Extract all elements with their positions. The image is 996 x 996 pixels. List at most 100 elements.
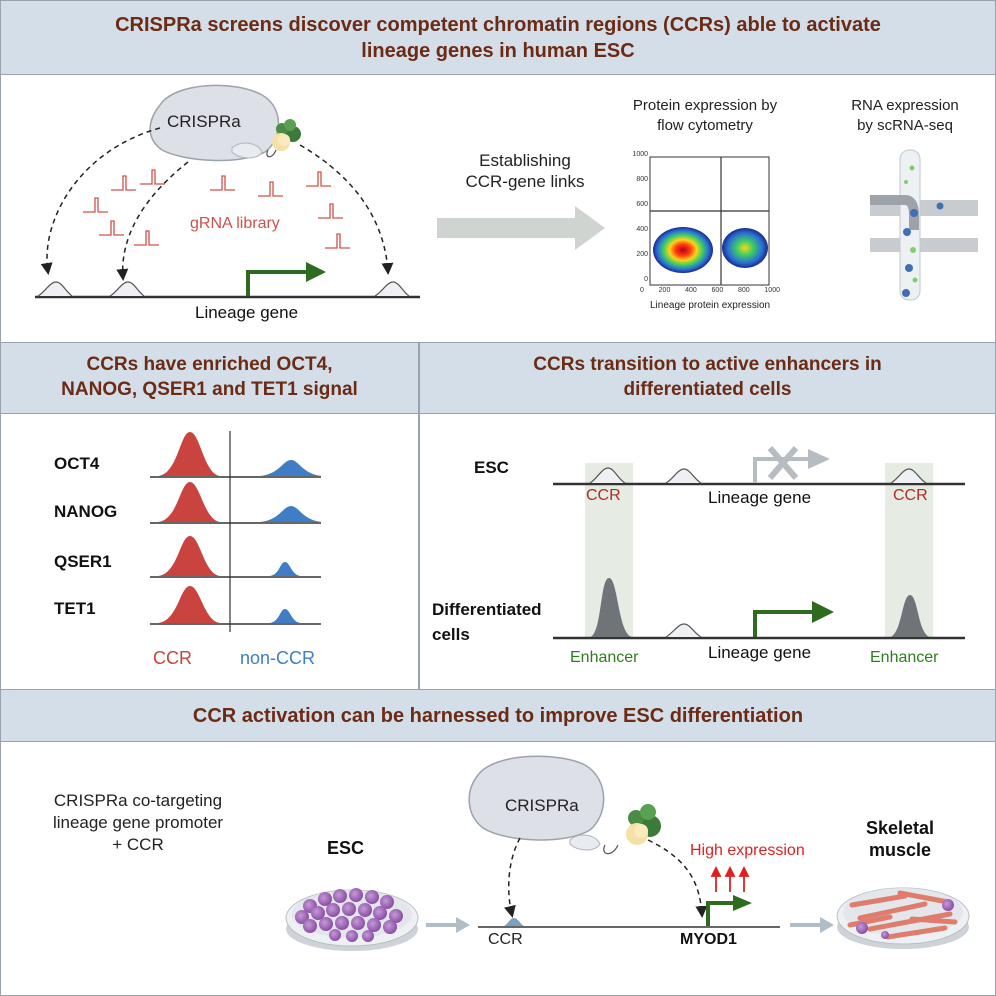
grna-library-icons xyxy=(83,169,350,249)
desc-line3: + CCR xyxy=(112,834,164,854)
factor-label-qser1: QSER1 xyxy=(54,552,112,571)
divider-top-header xyxy=(0,74,996,75)
grna-library-label: gRNA library xyxy=(190,215,280,232)
differentiated-line2: cells xyxy=(432,624,470,644)
dashed-arrow-to-ccr xyxy=(504,837,521,918)
ccr-label-bottom: CCR xyxy=(488,931,523,948)
right-section-header: CCRs transition to active enhancers in d… xyxy=(420,343,995,413)
ccr-peak-1 xyxy=(37,281,73,297)
flow-x-tick: 600 xyxy=(711,287,724,294)
crispra-dashed-arrow-left xyxy=(40,127,161,275)
desc-line2: lineage gene promoter xyxy=(52,812,224,832)
gene-arrow-icon-top xyxy=(246,270,308,296)
establishing-line1: Establishing xyxy=(479,151,571,170)
dashed-arrow-to-gene xyxy=(647,839,708,918)
ccr-peak-2 xyxy=(109,281,145,297)
activator-domain-icon xyxy=(272,119,301,151)
flow-y-tick: 600 xyxy=(636,201,648,208)
lineage-gene-label-diff: Lineage gene xyxy=(708,643,812,662)
factor-tracks xyxy=(150,476,321,625)
right-title-line2: differentiated cells xyxy=(623,379,792,400)
crispra-label-bottom: CRISPRa xyxy=(505,796,579,815)
enhancer-peak-left xyxy=(590,578,632,637)
flow-title: Protein expression by flow cytometry xyxy=(605,96,805,135)
muscle-line1: Skeletal xyxy=(865,818,935,838)
esc-dish-icon xyxy=(285,888,419,951)
enhancer-label-right: Enhancer xyxy=(870,649,939,666)
divider-middle-header xyxy=(0,413,996,414)
crispra-dashed-arrow-right xyxy=(299,144,394,275)
high-expression-label: High expression xyxy=(690,842,805,859)
high-expression-arrows-icon xyxy=(710,865,750,892)
ccr-label-left: CCR xyxy=(586,487,621,504)
desc-line1: CRISPRa co-targeting xyxy=(53,791,223,810)
top-title-line1: CRISPRa screens discover competent chrom… xyxy=(115,13,881,36)
crispra-complex-blob-bottom xyxy=(468,755,605,841)
divider-middle-vertical xyxy=(418,343,420,689)
esc-dish-label: ESC xyxy=(327,838,365,858)
lineage-gene-label-esc: Lineage gene xyxy=(708,488,812,507)
silenced-gene-arrow-icon xyxy=(753,457,810,483)
flow-title-line2: flow cytometry xyxy=(657,116,753,134)
enhancer-peak-right xyxy=(890,595,930,637)
ccr-signal-peaks xyxy=(158,432,220,623)
right-title-line1: CCRs transition to active enhancers in xyxy=(533,354,882,376)
left-title-line2: NANOG, QSER1 and TET1 signal xyxy=(61,379,358,400)
divider-middle-panel xyxy=(0,689,996,690)
flow-x-tick: 200 xyxy=(658,287,671,294)
activator-domain-icon-bottom xyxy=(626,804,661,845)
factor-label-tet1: TET1 xyxy=(54,599,96,618)
flow-title-line1: Protein expression by xyxy=(632,97,778,114)
cotargeting-description: CRISPRa co-targeting lineage gene promot… xyxy=(18,790,258,855)
flow-x-tick: 1000 xyxy=(764,287,780,294)
flow-x-tick-labels: 0 200 400 600 800 1000 xyxy=(640,287,780,294)
skeletal-muscle-label: Skeletal muscle xyxy=(850,818,950,861)
crispra-complex-blob xyxy=(149,84,280,162)
bottom-section-header: CCR activation can be harnessed to impro… xyxy=(1,690,995,741)
divider-bottom-header xyxy=(0,741,996,742)
top-section-header: CRISPRa screens discover competent chrom… xyxy=(1,1,995,74)
flow-y-tick: 400 xyxy=(636,226,648,233)
factor-label-oct4: OCT4 xyxy=(54,454,100,473)
flow-y-tick: 800 xyxy=(636,176,648,183)
lineage-gene-label-top: Lineage gene xyxy=(195,303,299,322)
left-title-line1: CCRs have enriched OCT4, xyxy=(86,354,333,376)
flow-x-tick: 0 xyxy=(640,287,644,294)
flow-y-tick-labels: 1000 800 600 400 200 0 xyxy=(622,151,648,283)
establishing-line2: CCR-gene links xyxy=(465,172,585,192)
rna-title-line2: by scRNA-seq xyxy=(857,116,953,134)
factor-label-nanog: NANOG xyxy=(54,502,118,521)
myod1-label: MYOD1 xyxy=(680,931,737,948)
crispra-label: CRISPRa xyxy=(167,112,241,131)
active-gene-arrow-icon xyxy=(753,610,815,637)
bottom-title: CCR activation can be harnessed to impro… xyxy=(192,704,804,727)
flow-cytometry-plot xyxy=(649,156,770,286)
nonccr-legend-label: non-CCR xyxy=(240,648,316,668)
nonccr-signal-peaks xyxy=(260,460,322,623)
left-section-header: CCRs have enriched OCT4, NANOG, QSER1 an… xyxy=(1,343,418,413)
ccr-legend-label: CCR xyxy=(153,648,192,668)
flow-y-tick: 0 xyxy=(644,276,648,283)
crispra-lobe xyxy=(231,142,263,159)
divider-top-panel xyxy=(0,342,996,343)
flow-population-high xyxy=(722,228,768,268)
flow-y-tick: 200 xyxy=(636,251,648,258)
establishing-label: Establishing CCR-gene links xyxy=(440,150,610,193)
flow-y-tick: 1000 xyxy=(632,151,648,158)
flow-population-low xyxy=(653,227,713,273)
ccr-peak-3 xyxy=(374,281,410,297)
flow-x-tick: 400 xyxy=(685,287,697,294)
flow-x-axis-label: Lineage protein expression xyxy=(650,300,771,311)
establishing-link-arrow xyxy=(437,206,605,250)
scrna-seq-chip-icon xyxy=(870,149,978,301)
flow-x-tick: 800 xyxy=(737,287,750,294)
muscle-line2: muscle xyxy=(868,839,932,860)
ccr-label-right: CCR xyxy=(893,487,928,504)
skeletal-muscle-dish-icon xyxy=(836,887,970,949)
gene-off-x-icon xyxy=(767,446,799,480)
esc-row-label: ESC xyxy=(474,458,509,477)
ccr-peak-bottom xyxy=(504,918,524,926)
myod1-gene-arrow-icon xyxy=(706,901,735,926)
enhancer-label-left: Enhancer xyxy=(570,649,639,666)
